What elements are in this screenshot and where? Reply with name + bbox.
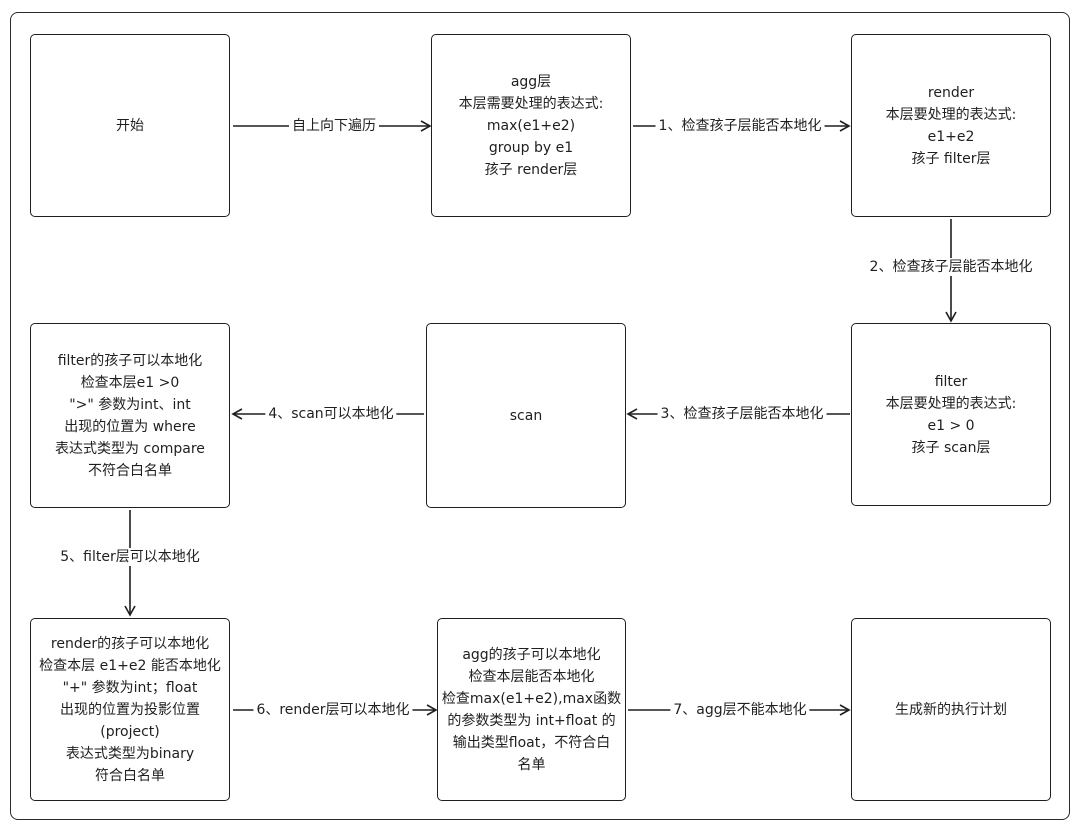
- node-line: 检查max(e1+e2),max函数: [441, 690, 622, 707]
- node-line: 本层要处理的表达式:: [885, 395, 1017, 412]
- node-line: 的参数类型为 int+float 的: [447, 712, 616, 729]
- node-line: e1 > 0: [927, 417, 975, 434]
- node-filter-right: filter 本层要处理的表达式: e1 > 0 孩子 scan层: [851, 323, 1051, 506]
- node-line: 出现的位置为 where: [64, 418, 196, 435]
- edge-label-filter-scan: 3、检查孩子层能否本地化: [657, 405, 827, 423]
- node-line: render: [927, 84, 975, 101]
- node-line: 符合白名单: [95, 767, 165, 784]
- node-line: agg层: [510, 73, 552, 90]
- node-line: 表达式类型为 compare: [55, 440, 205, 457]
- node-line: filter的孩子可以本地化: [57, 352, 203, 369]
- node-line: 本层需要处理的表达式:: [458, 95, 604, 112]
- node-line: 孩子 scan层: [911, 439, 991, 456]
- node-line: 检查本层e1 >0: [80, 374, 180, 391]
- node-line: 孩子 render层: [484, 161, 578, 178]
- edge-label-aggdesc-newplan: 7、agg层不能本地化: [670, 701, 810, 719]
- node-line: max(e1+e2): [486, 117, 576, 134]
- node-agg: agg层 本层需要处理的表达式: max(e1+e2) group by e1 …: [431, 34, 631, 217]
- node-scan: scan: [426, 323, 626, 508]
- node-line: ">" 参数为int、int: [69, 396, 191, 413]
- node-agg-desc: agg的孩子可以本地化 检查本层能否本地化 检查max(e1+e2),max函数…: [437, 618, 626, 801]
- node-line: "+" 参数为int；float: [62, 679, 198, 696]
- node-line: 输出类型float，不符合白: [452, 734, 611, 751]
- node-line: 本层要处理的表达式:: [885, 106, 1017, 123]
- node-start: 开始: [30, 34, 230, 217]
- node-line: filter: [934, 373, 968, 390]
- node-line: group by e1: [488, 139, 574, 156]
- edge-label-renderdesc-aggdesc: 6、render层可以本地化: [253, 701, 413, 719]
- edge-label-scan-filterdesc: 4、scan可以本地化: [265, 405, 397, 423]
- node-render-top: render 本层要处理的表达式: e1+e2 孩子 filter层: [851, 34, 1051, 217]
- edge-label-agg-render: 1、检查孩子层能否本地化: [655, 117, 825, 135]
- node-line: (project): [100, 723, 160, 740]
- diagram-frame: [10, 12, 1070, 820]
- node-line: 名单: [517, 756, 546, 773]
- edge-label-render-filter: 2、检查孩子层能否本地化: [866, 258, 1036, 276]
- node-line: scan: [509, 407, 543, 424]
- node-line: 生成新的执行计划: [895, 701, 1007, 718]
- node-new-plan: 生成新的执行计划: [851, 618, 1051, 801]
- edge-label-start-agg: 自上向下遍历: [289, 117, 379, 135]
- node-line: 检查本层 e1+e2 能否本地化: [39, 657, 221, 674]
- node-line: 开始: [116, 117, 144, 134]
- edge-label-filterdesc-renderdesc: 5、filter层可以本地化: [57, 548, 203, 566]
- node-line: e1+e2: [927, 128, 975, 145]
- node-line: 孩子 filter层: [911, 150, 991, 167]
- node-line: render的孩子可以本地化: [50, 635, 210, 652]
- node-line: 表达式类型为binary: [65, 745, 195, 762]
- node-line: 出现的位置为投影位置: [60, 701, 200, 718]
- node-filter-desc: filter的孩子可以本地化 检查本层e1 >0 ">" 参数为int、int …: [30, 323, 230, 508]
- node-line: 检查本层能否本地化: [468, 668, 595, 685]
- node-line: 不符合白名单: [88, 462, 172, 479]
- node-line: agg的孩子可以本地化: [462, 646, 601, 663]
- node-render-desc: render的孩子可以本地化 检查本层 e1+e2 能否本地化 "+" 参数为i…: [30, 618, 230, 801]
